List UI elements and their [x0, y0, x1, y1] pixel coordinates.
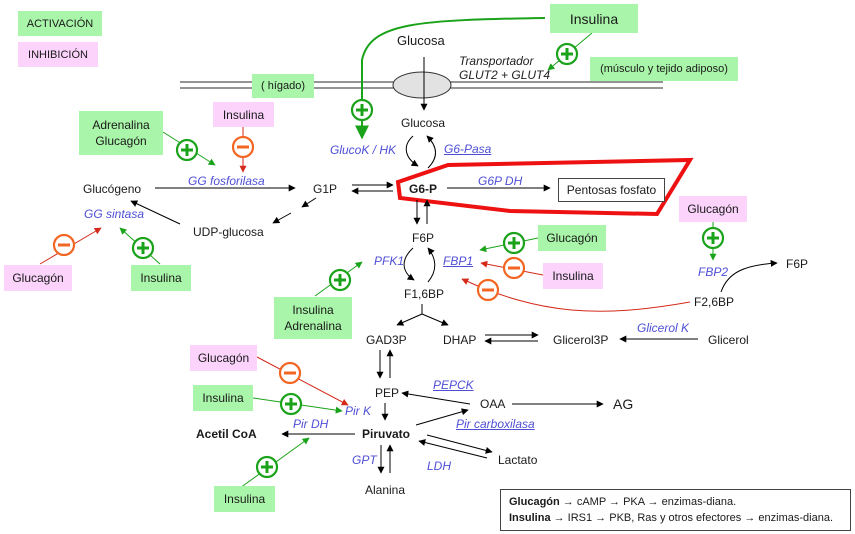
- insulin-cascade-text: → IRS1 → PKB, Ras y otros efectores → en…: [550, 512, 834, 524]
- plus-icon-insulin-glucok: [350, 98, 374, 122]
- regulator-glucagon-pyrk: Glucagón: [190, 345, 257, 371]
- regulator-insulin-fbp1: Insulina: [543, 263, 603, 289]
- udp-glucose: UDP-glucosa: [193, 225, 264, 239]
- regulator-insulin-phosphorylase: Insulina: [213, 102, 274, 127]
- arrow-f16bp-to-f6p: [427, 247, 436, 283]
- regulator-insulin-adrenaline: Insulina Adrenalina: [274, 297, 352, 339]
- arrow-f26bp-to-f6p: [720, 259, 778, 293]
- regulator-insulin-pyrk: Insulina: [193, 385, 253, 411]
- muscle-adipose-label: (músculo y tejido adiposo): [590, 57, 738, 81]
- gad3p: GAD3P: [366, 333, 407, 347]
- arrow-g1p-to-udp: [301, 197, 317, 208]
- plus-icon-insulin-pyrk: [279, 392, 303, 416]
- glycerol3p: Glicerol3P: [553, 333, 609, 347]
- arrow-lactate-to-pyruvate: [418, 439, 488, 459]
- regulation-symbols: [52, 42, 725, 479]
- arrow-pyruvate-to-lactate: [426, 434, 493, 454]
- regulator-insulin-synthase: Insulina: [131, 265, 191, 291]
- pyruvate: Piruvato: [362, 427, 411, 441]
- glucagon-cascade-bold: Glucagón: [509, 496, 560, 508]
- legend-activation: ACTIVACIÓN: [18, 11, 102, 36]
- f6p: F6P: [412, 231, 435, 245]
- plus-icon-insulin-synthase: [131, 236, 155, 260]
- minus-icon-insulin-phosphorylase: [231, 135, 255, 159]
- minus-icon-glucagon-pyrk: [278, 361, 302, 385]
- glut-transporter: [392, 71, 452, 99]
- plus-icon-glucagon-fbp2: [701, 226, 725, 250]
- f26bp: F2,6BP: [694, 295, 735, 309]
- arrow-g6p-to-glucose: [426, 135, 436, 169]
- regulator-insulin-label: Insulina: [292, 303, 334, 317]
- glucagon-cascade-line: Glucagón → cAMP → PKA → enzimas-diana.: [509, 494, 842, 510]
- plus-icon-insulin-adrenaline-pfk1: [328, 268, 352, 292]
- g1p: G1P: [313, 182, 338, 196]
- regulator-adrenaline-glucagon: Adrenalina Glucagón: [79, 111, 163, 155]
- enzyme-pyr-k: Pir K: [345, 404, 372, 418]
- minus-icon-f26bp-fbp1: [476, 278, 500, 302]
- regulator-insulin-pyrdh: Insulina: [214, 486, 275, 512]
- minus-icon-glucagon-synthase: [52, 233, 76, 257]
- insulin-cascade-line: Insulina → IRS1 → PKB, Ras y otros efect…: [509, 510, 842, 526]
- regulator-glucagon-fbp2: Glucagón: [679, 196, 747, 222]
- liver-label: ( hígado): [252, 74, 314, 98]
- enzyme-gg-synthase: GG sintasa: [84, 207, 145, 221]
- plus-icon-glucagon-fbp1: [502, 231, 526, 255]
- enzyme-pepck: PEPCK: [433, 378, 474, 392]
- arrow-glucose-to-g6p: [405, 135, 419, 167]
- pep: PEP: [375, 386, 400, 400]
- glucagon-cascade-text: → cAMP → PKA → enzimas-diana.: [559, 496, 737, 508]
- enzyme-g6p-dh: G6P DH: [478, 174, 523, 188]
- glycerol: Glicerol: [708, 333, 749, 347]
- insulin-to-glucok-path: [355, 17, 546, 140]
- glucagon-to-pyrk: [256, 356, 349, 406]
- plus-icon-adrenaline-glucagon-phosphorylase: [175, 138, 199, 162]
- glucose-outside: Glucosa: [397, 33, 445, 48]
- oaa: OAA: [480, 397, 506, 411]
- transporter-label-line1: Transportador: [459, 54, 534, 68]
- arrow-oaa-to-pep: [401, 390, 471, 405]
- glycogen: Glucógeno: [83, 182, 142, 196]
- f6p-right: F6P: [786, 257, 809, 271]
- enzyme-fbp2: FBP2: [698, 265, 729, 279]
- arrow-f6p-to-f16bp: [403, 247, 415, 281]
- plus-icon-insulin-pyrdh: [255, 455, 279, 479]
- acetyl-coa: Acetil CoA: [196, 427, 257, 441]
- alanine: Alanina: [365, 483, 406, 497]
- enzyme-pfk1: PFK1: [374, 254, 405, 268]
- enzyme-pyr-dh: Pir DH: [293, 417, 329, 431]
- regulator-glucagon-synthase: Glucagón: [4, 265, 72, 291]
- signaling-cascade-box: Glucagón → cAMP → PKA → enzimas-diana. I…: [500, 489, 851, 531]
- aldolase-split: [396, 304, 449, 326]
- arrow-pyruvate-to-oaa: [415, 408, 469, 426]
- regulator-adrenaline-label: Adrenalina: [92, 118, 150, 132]
- plus-icon-insulin-transporter: [555, 42, 579, 66]
- f16bp: F1,6BP: [404, 287, 445, 301]
- insulin-top-box: Insulina: [550, 4, 638, 33]
- enzyme-ldh: LDH: [427, 459, 452, 473]
- highlight-g6p-outline: [395, 157, 694, 217]
- arrow-g1p-to-udp-2: [272, 212, 292, 224]
- enzyme-glucok-hk: GlucoK / HK: [330, 143, 397, 157]
- lactate: Lactato: [498, 453, 538, 467]
- ag: AG: [613, 396, 634, 412]
- glucose-inside: Glucosa: [401, 116, 446, 130]
- regulator-glucagon-label: Glucagón: [95, 134, 147, 148]
- enzyme-gg-phosphorylase: GG fosforilasa: [188, 174, 265, 188]
- transporter-label-line2: GLUT2 + GLUT4: [459, 68, 551, 82]
- arrow-udp-to-glycogen: [130, 200, 181, 225]
- g6p: G6-P: [409, 182, 438, 196]
- enzyme-glycerol-k: Glicerol K: [637, 321, 690, 335]
- insulin-cascade-bold: Insulina: [509, 512, 551, 524]
- pentoses-box: Pentosas fosfato: [558, 178, 665, 202]
- dhap: DHAP: [443, 333, 477, 347]
- enzyme-gpt: GPT: [352, 453, 377, 467]
- enzyme-g6pase: G6-Pasa: [444, 142, 492, 156]
- enzyme-fbp1: FBP1: [443, 254, 474, 268]
- regulator-adrenaline-label-2: Adrenalina: [284, 319, 342, 333]
- enzyme-pyr-carboxylase: Pir carboxilasa: [456, 417, 535, 431]
- regulator-glucagon-fbp1: Glucagón: [538, 225, 606, 251]
- legend-inhibition: INHIBICIÓN: [18, 42, 98, 67]
- minus-icon-insulin-fbp1: [502, 256, 526, 280]
